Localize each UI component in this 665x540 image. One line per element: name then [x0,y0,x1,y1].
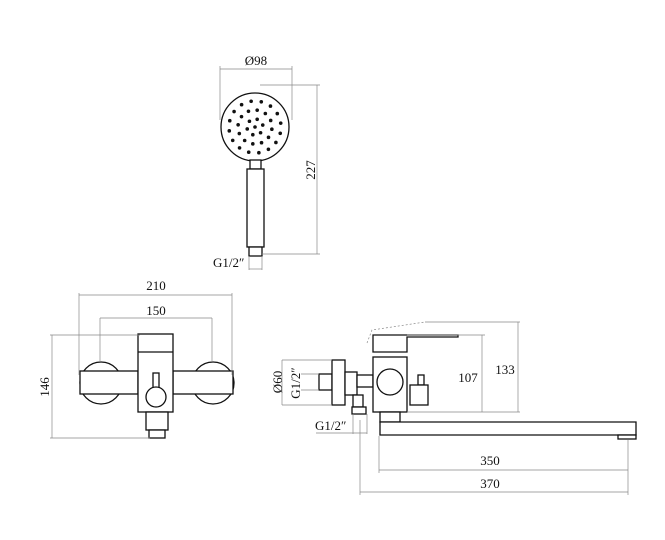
total-depth-label: 370 [480,476,500,491]
nozzle-dot [246,150,251,155]
nozzle-dot [232,109,236,114]
nozzle-dot [270,127,274,131]
shower-nozzles [227,99,283,155]
hand-shower-diameter-label: Ø98 [245,53,267,68]
nozzle-dot [266,135,271,140]
nozzle-dot [237,146,242,150]
nozzle-dot [268,118,273,123]
nozzle-dot [227,129,232,133]
nozzle-dot [255,108,259,112]
hand-shower-length-label: 227 [303,160,318,180]
front-overall-width-label: 210 [146,278,166,293]
nozzle-dot [227,118,232,123]
nozzle-dot [247,119,252,124]
nozzle-dot [275,111,280,116]
spout-reach-label: 350 [480,453,500,468]
hand-shower-thread-label: G1/2″ [213,255,244,270]
nozzle-dot [251,142,255,146]
nozzle-dot [253,125,257,129]
nozzle-dot [259,99,264,104]
nozzle-dot [251,132,255,137]
hand-shower-drawing [219,66,320,270]
nozzle-dot [245,127,250,131]
nozzle-dot [266,147,271,152]
nozzle-dot [239,102,244,107]
nozzle-dot [242,138,247,143]
inlet-thread-label: G1/2″ [288,367,303,398]
nozzle-dot [263,111,268,116]
front-height-label: 146 [37,377,52,397]
nozzle-dot [246,109,251,114]
body-height-label: 107 [458,370,478,385]
outlet-thread-label: G1/2″ [315,418,346,433]
nozzle-dot [239,114,244,119]
nozzle-dot [268,104,273,108]
total-height-label: 133 [495,362,515,377]
nozzle-dot [237,131,242,136]
front-center-distance-label: 150 [146,303,166,318]
nozzle-dot [255,117,259,122]
nozzle-dot [236,123,240,127]
flange-diameter-label: Ø60 [270,371,285,393]
nozzle-dot [249,99,253,104]
nozzle-dot [259,140,264,145]
nozzle-dot [258,130,263,135]
nozzle-dot [278,121,283,125]
side-view-drawing [281,321,637,495]
nozzle-dot [230,138,235,143]
nozzle-dot [278,131,283,136]
nozzle-dot [274,140,278,145]
nozzle-dot [260,123,265,127]
nozzle-dot [257,150,261,155]
front-view-drawing [50,293,235,439]
